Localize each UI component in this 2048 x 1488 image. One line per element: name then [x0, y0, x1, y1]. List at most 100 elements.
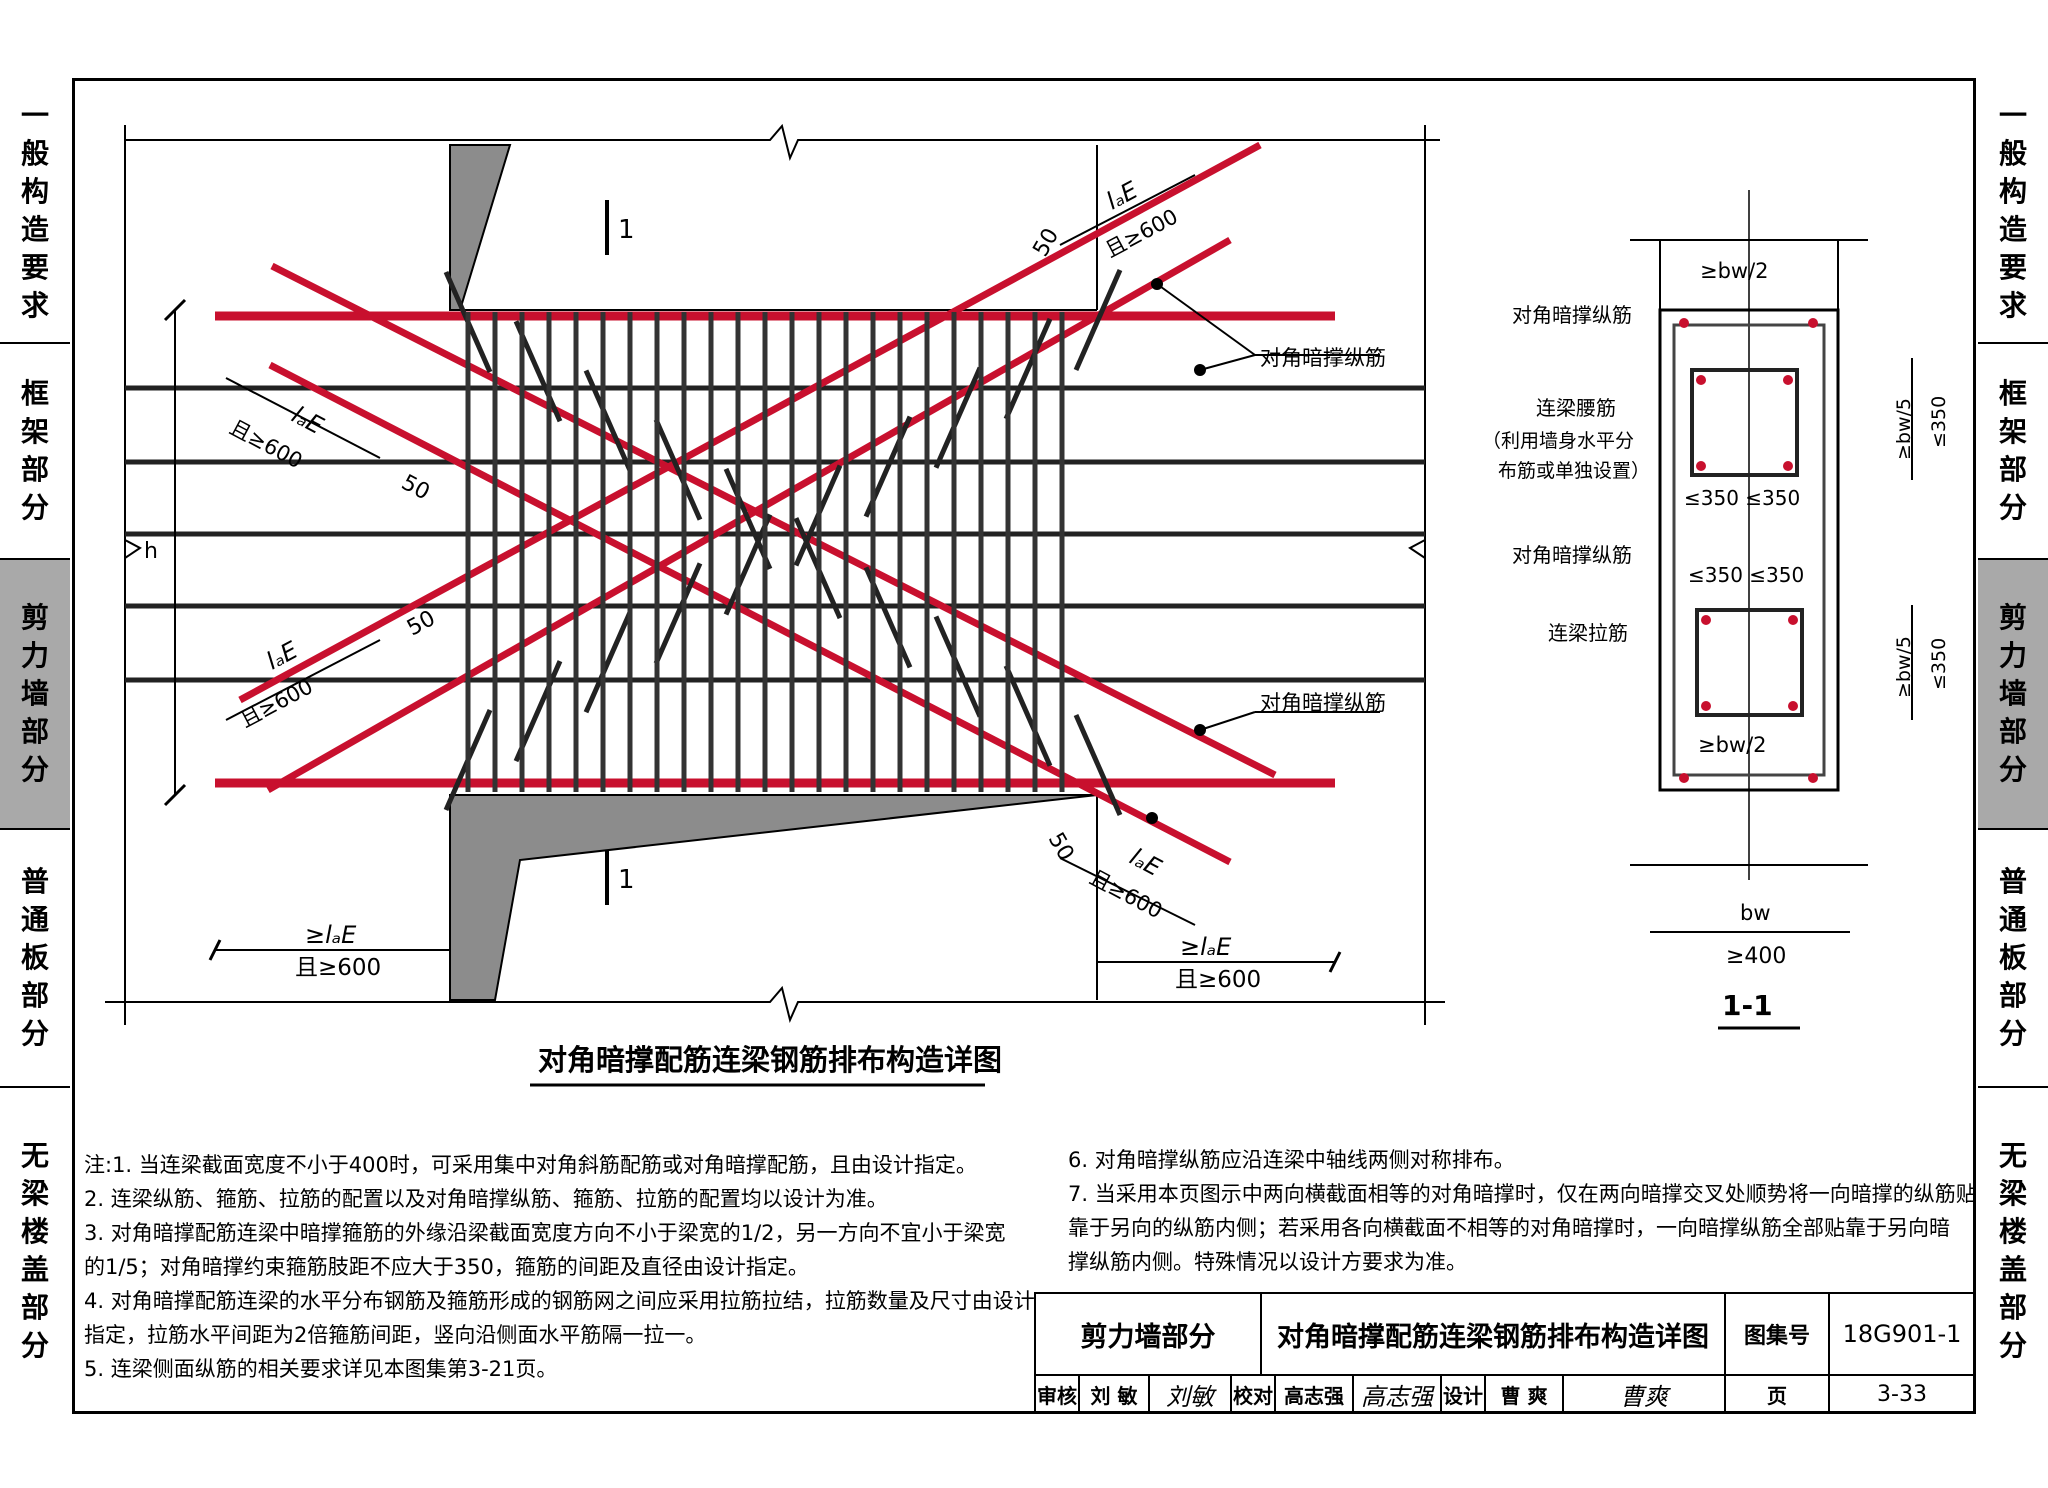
side-tab-label: 剪力墙部分: [20, 601, 49, 786]
note-line: 5. 连梁侧面纵筋的相关要求详见本图集第3-21页。: [84, 1357, 558, 1381]
dim-50: 50: [1043, 829, 1079, 866]
leader-dot: [1146, 812, 1158, 824]
side-tab-label: 普通板部分: [20, 865, 49, 1050]
tab-divider: [0, 342, 70, 344]
section-strut-bar: [1788, 615, 1798, 625]
dim-lae-right-bottom: ≥lₐE: [1180, 933, 1232, 961]
strut-stirrup: [1073, 268, 1123, 372]
side-tab-label: 无梁楼盖部分: [20, 1139, 49, 1362]
tb-reviewer: 刘 敏: [1078, 1374, 1150, 1414]
side-tab-slab[interactable]: 普通板部分: [1978, 830, 2048, 1086]
note-line: 2. 连梁纵筋、箍筋、拉筋的配置以及对角暗撑纵筋、箍筋、拉筋的配置均以设计为准。: [84, 1187, 888, 1211]
section-dim-bw5: ≥bw/5: [1893, 636, 1915, 698]
drawing-title: 对角暗撑配筋连梁钢筋排布构造详图: [538, 1043, 1002, 1077]
drawing-geometry: [105, 123, 1913, 1087]
section-strut-bar: [1696, 375, 1706, 385]
drawing-frame: [72, 78, 1976, 1414]
section-strut-bar: [1783, 375, 1793, 385]
side-tab-label: 框架部分: [1998, 377, 2027, 524]
dim-line-diag: [225, 639, 381, 721]
dim-50: 50: [397, 470, 433, 505]
dim-line-diag: [1059, 857, 1196, 926]
side-tab-general[interactable]: 一般构造要求: [0, 80, 70, 342]
section-dim-half-bw-bottom: ≥bw/2: [1698, 733, 1767, 757]
section-dim-pair-top: ≤350 ≤350: [1684, 486, 1800, 510]
section-dim-350: ≤350: [1928, 396, 1950, 448]
section-label-waist: 连梁腰筋: [1536, 396, 1616, 420]
strut-stirrup: [583, 369, 633, 472]
tb-atlas-no: 18G901-1: [1828, 1292, 1976, 1376]
section-strut-bar: [1788, 701, 1798, 711]
side-tab-flat-slab[interactable]: 无梁楼盖部分: [1978, 1088, 2048, 1414]
section-strut-bar: [1783, 461, 1793, 471]
side-tab-general[interactable]: 一般构造要求: [1978, 80, 2048, 342]
break-left: [124, 539, 142, 559]
tab-divider: [1978, 558, 2048, 560]
upper-left-pier-cut: [449, 144, 512, 311]
dim-600-right-bottom: 且≥600: [1175, 967, 1261, 993]
section-dim-half-bw-top: ≥bw/2: [1700, 259, 1769, 283]
tab-divider: [0, 558, 70, 560]
side-tab-slab[interactable]: 普通板部分: [0, 830, 70, 1086]
tb-checker-signature: 高志强: [1352, 1374, 1442, 1414]
strut-stirrup: [1695, 608, 1804, 717]
dim-600-left-bottom: 且≥600: [295, 955, 381, 981]
strut-stirrup: [1003, 664, 1053, 767]
title-block: 剪力墙部分 对角暗撑配筋连梁钢筋排布构造详图 图集号 18G901-1 审核 刘…: [1034, 1292, 1976, 1414]
section-mark-top: 1: [618, 215, 635, 245]
dim-tick: [1328, 951, 1342, 973]
diagonal-strut-bar: [270, 262, 1277, 779]
dim-lae-left-bottom: ≥lₐE: [305, 921, 357, 949]
strut-stirrup: [1003, 317, 1053, 420]
side-tab-shear-wall[interactable]: 剪力墙部分: [0, 560, 70, 828]
dim-line-diag: [1059, 174, 1196, 246]
strut-stirrup: [1690, 368, 1799, 477]
tb-page-label: 页: [1724, 1374, 1830, 1414]
note-line: 撑纵筋内侧。特殊情况以设计方要求为准。: [1068, 1250, 1467, 1274]
tab-divider: [1978, 1086, 2048, 1088]
tab-divider: [0, 828, 70, 830]
tab-divider: [0, 1086, 70, 1088]
section-dim-350: ≤350: [1928, 638, 1950, 690]
tab-divider: [1978, 342, 2048, 344]
note-line: 7. 当采用本页图示中两向横截面相等的对角暗撑时，仅在两向暗撑交叉处顺势将一向暗…: [1068, 1182, 1977, 1206]
dim-lae: lₐE: [1125, 843, 1166, 883]
break-line-bottom: [105, 985, 1445, 1024]
section-dim-bw: bw: [1740, 901, 1771, 925]
diag-bar-label-top: 对角暗撑纵筋: [1260, 346, 1386, 370]
strut-stirrup: [1073, 713, 1123, 817]
side-tab-frame[interactable]: 框架部分: [0, 344, 70, 558]
tb-designer-signature: 曹爽: [1562, 1374, 1726, 1414]
tb-section-name: 剪力墙部分: [1034, 1292, 1262, 1376]
diag-bar-label-bottom: 对角暗撑纵筋: [1260, 691, 1386, 715]
side-tab-shear-wall[interactable]: 剪力墙部分: [1978, 560, 2048, 828]
note-line: 指定，拉筋水平间距为2倍箍筋间距，竖向沿侧面水平筋隔一拉一。: [84, 1323, 707, 1347]
note-line: 4. 对角暗撑配筋连梁的水平分布钢筋及箍筋形成的钢筋网之间应采用拉筋拉结，拉筋数…: [84, 1289, 1035, 1313]
tb-reviewer-signature: 刘敏: [1148, 1374, 1232, 1414]
section-label-waist-3: 布筋或单独设置）: [1498, 460, 1650, 482]
side-tab-label: 普通板部分: [1998, 865, 2027, 1050]
section-label-diag: 对角暗撑纵筋: [1512, 303, 1632, 327]
note-line: 的1/5；对角暗撑约束箍筋肢距不应大于350，箍筋的间距及直径由设计指定。: [84, 1255, 809, 1279]
leader-line: [1199, 354, 1256, 371]
note-line: 靠于另向的纵筋内侧；若采用各向横截面不相等的对角暗撑时，一向暗撑纵筋全部贴靠于另…: [1068, 1216, 1950, 1240]
side-tab-flat-slab[interactable]: 无梁楼盖部分: [0, 1088, 70, 1414]
tb-check-label: 校对: [1230, 1374, 1276, 1414]
section-label-waist-2: （利用墙身水平分: [1482, 430, 1634, 452]
section-strut-bar: [1701, 701, 1711, 711]
break-line-top: [125, 123, 1440, 162]
height-label: h: [144, 539, 158, 564]
strut-stirrup: [933, 366, 983, 469]
leader-line: [1199, 711, 1256, 731]
side-tab-label: 一般构造要求: [1998, 99, 2027, 322]
side-tab-frame[interactable]: 框架部分: [1978, 344, 2048, 558]
section-corner-bar: [1808, 318, 1818, 328]
leader-line: [1156, 283, 1256, 356]
section-corner-bar: [1679, 318, 1689, 328]
tb-design-label: 设计: [1440, 1374, 1486, 1414]
dim-tick: [163, 298, 187, 322]
side-tab-label: 剪力墙部分: [1998, 601, 2027, 786]
section-corner-bar: [1679, 773, 1689, 783]
section-title: 1-1: [1722, 989, 1773, 1022]
